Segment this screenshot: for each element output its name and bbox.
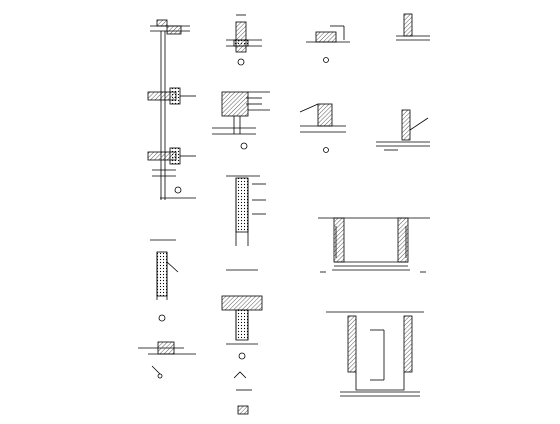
detail-l-section-g bbox=[306, 25, 350, 63]
detail-long-column-d bbox=[226, 175, 266, 271]
detail-stem-f bbox=[138, 239, 196, 379]
detail-wall-corner-h bbox=[299, 103, 346, 153]
detail-l-section-i bbox=[396, 13, 430, 41]
detail-u-channel-k bbox=[318, 217, 430, 273]
detail-wall-slab-c bbox=[212, 91, 270, 150]
detail-pit-l bbox=[326, 311, 424, 397]
detail-wall-section-a bbox=[147, 19, 196, 200]
detail-footing-e bbox=[221, 295, 263, 415]
detail-column-b bbox=[226, 14, 262, 66]
detail-corner-slab-j bbox=[376, 109, 430, 151]
